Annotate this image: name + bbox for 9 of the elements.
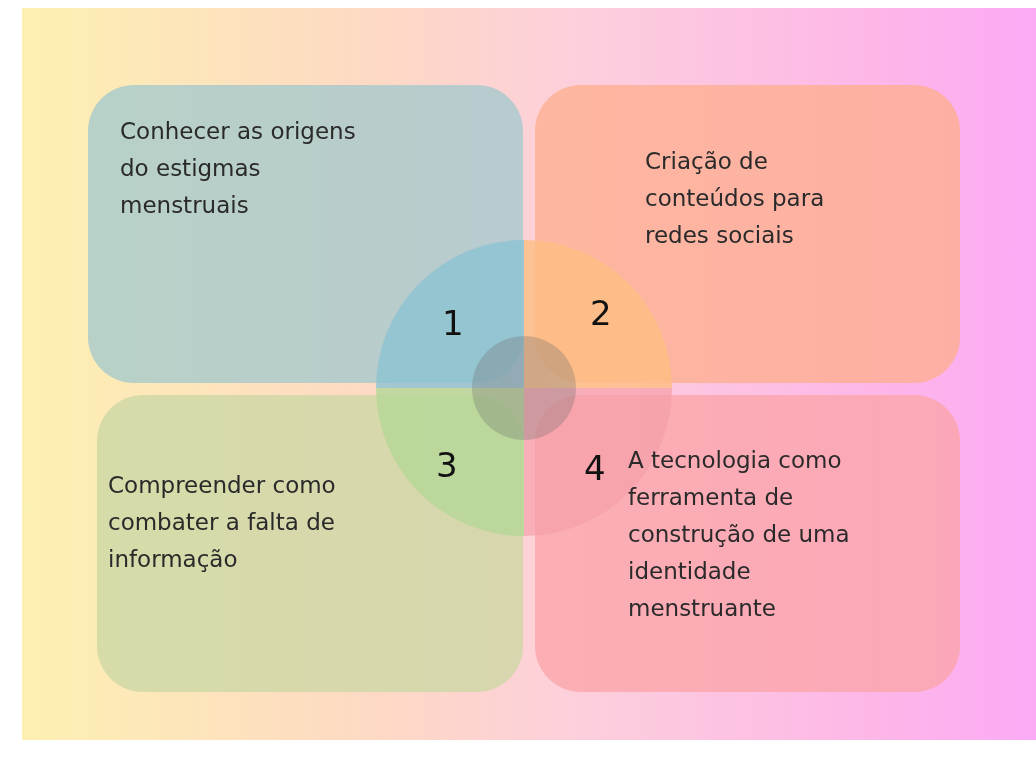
- box-text: A tecnologia como ferramenta de construção de uma identidade menstruante: [628, 446, 851, 623]
- step-number: 3: [436, 445, 458, 485]
- box-text: Compreender como combater a falta de informação: [108, 471, 337, 574]
- center-circle: [472, 336, 576, 440]
- step-number: 1: [442, 303, 464, 343]
- step-number: 2: [590, 293, 612, 333]
- box-text: Conhecer as origens do estigmas menstruais: [120, 117, 357, 220]
- box-text: Criação de conteúdos para redes sociais: [645, 147, 826, 250]
- step-number: 4: [584, 448, 606, 488]
